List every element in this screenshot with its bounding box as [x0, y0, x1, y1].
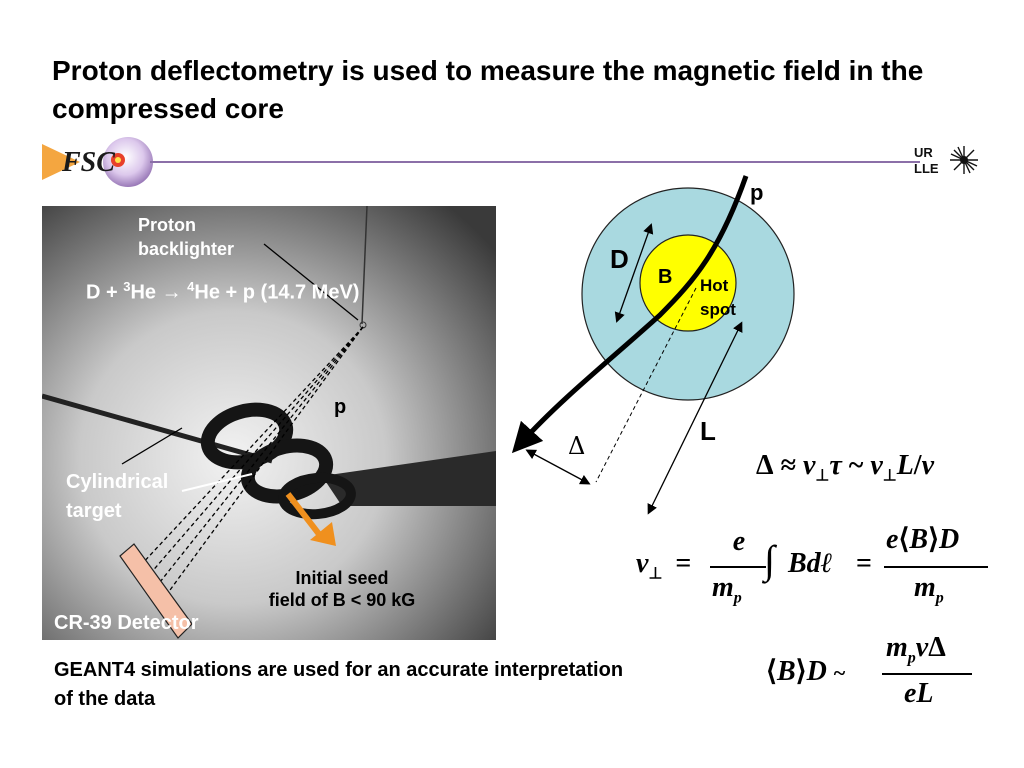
logo-lle-text: LLE	[914, 161, 939, 176]
equation-fraction1-den: mp	[712, 572, 742, 607]
backlighter-wire	[361, 206, 368, 325]
logo-orb	[103, 137, 153, 187]
geant4-caption: GEANT4 simulations are used for an accur…	[54, 659, 624, 710]
deflection-schematic	[511, 175, 795, 515]
proton-trajectory	[511, 175, 749, 454]
slide-title: Proton deflectometry is used to measure …	[52, 55, 924, 124]
undeflected-path	[595, 287, 697, 483]
equation-fraction3-bar	[882, 673, 972, 675]
equation-fraction2-bar	[884, 566, 988, 568]
width-arrow	[614, 223, 654, 323]
distance-arrow	[647, 321, 743, 515]
integral-symbol: ∫	[764, 537, 775, 582]
logo-ur-text: UR	[914, 145, 933, 160]
equation-fraction1-num: e	[732, 526, 746, 557]
equation-fraction1-bar	[710, 566, 766, 568]
ur-lle-logo: UR LLE	[914, 145, 978, 176]
diagram-width-label: D	[610, 244, 629, 274]
equation-equals2: =	[856, 548, 872, 579]
deflection-arrow	[525, 449, 591, 485]
backlighter-pointer	[263, 243, 359, 321]
equation-field-lhs: ⟨B⟩D ~	[766, 656, 846, 687]
diagram-distance-label: L	[700, 416, 716, 446]
stalk-pointer	[121, 427, 183, 465]
equation-integrand: Bdℓ	[788, 548, 833, 579]
equation-fraction3-num: mpvΔ	[886, 632, 946, 667]
equation-velocity-lhs: v⊥ =	[636, 548, 692, 583]
logo-wedge	[42, 144, 80, 180]
proton-paths	[139, 326, 364, 591]
cylindrical-target-shape	[200, 402, 356, 520]
equation-fraction2-num: e⟨B⟩D	[886, 524, 960, 555]
equation-fraction3-den: eL	[904, 678, 934, 709]
equation-deflection: Δ ≈ v⊥τ ~ v⊥L/v	[756, 450, 935, 485]
diagram-deflection-label: Δ	[568, 432, 586, 460]
fusion-reaction-label: D + 3He → 4He + p (14.7 MeV)	[86, 279, 360, 304]
target-stalk	[322, 451, 496, 506]
fsc-logo-text: FSC	[62, 147, 115, 178]
seed-field-arrow	[285, 492, 336, 546]
target-photo	[42, 206, 496, 640]
cr39-detector-plate	[119, 543, 193, 639]
support-stalk	[42, 393, 273, 464]
equation-fraction2-den: mp	[914, 572, 944, 607]
diagram-field-label: B	[658, 266, 673, 288]
cr39-detector-label: CR-39 Detector	[54, 612, 199, 634]
header-divider	[150, 161, 920, 163]
proton-backlighter-label: Proton backlighter	[138, 215, 235, 259]
target-pointer	[181, 473, 253, 492]
diagram-proton-label: p	[750, 180, 764, 205]
photo-proton-label: p	[334, 396, 347, 418]
fsc-logo-graphic	[42, 137, 153, 187]
